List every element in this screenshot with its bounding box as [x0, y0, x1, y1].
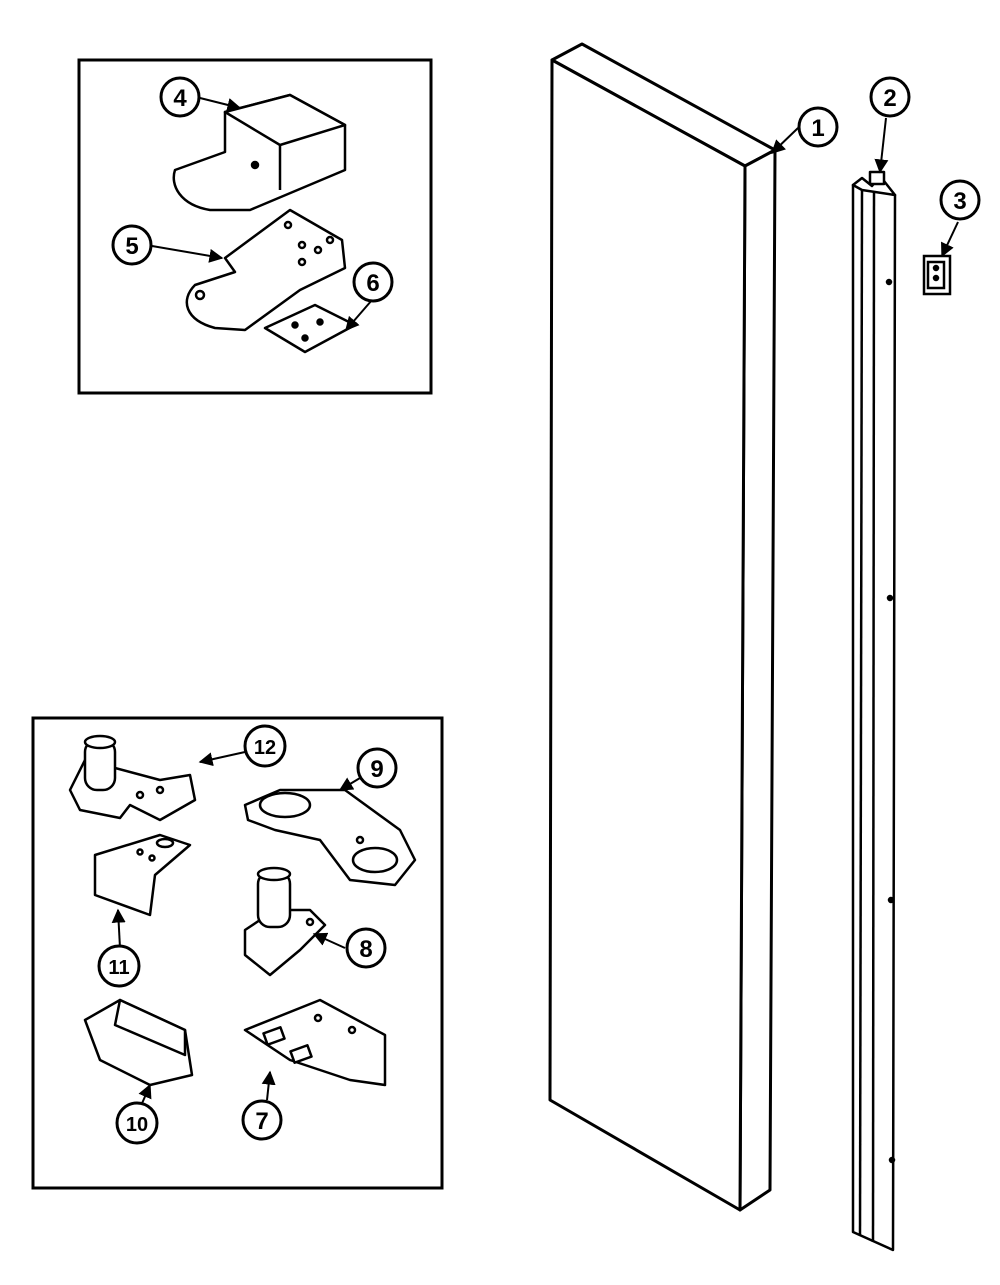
callout-label: 12 [254, 737, 276, 759]
hinge-shim [263, 303, 357, 354]
lower-inset-box [31, 716, 444, 1190]
door-trim-strip [851, 170, 897, 1252]
mounting-bracket [243, 998, 387, 1087]
callout-12: 12 [243, 724, 287, 768]
callout-label: 1 [811, 115, 824, 142]
callout-9: 9 [356, 747, 398, 789]
callout-label: 7 [255, 1108, 268, 1135]
callout-4: 4 [159, 76, 201, 118]
hinge-cover [172, 93, 347, 212]
hinge-pin-bracket [68, 734, 197, 822]
callout-10: 10 [115, 1101, 159, 1145]
callout-7: 7 [241, 1099, 283, 1141]
callout-2: 2 [869, 76, 911, 118]
callout-label: 8 [359, 936, 372, 963]
callout-label: 9 [370, 756, 383, 783]
callout-label: 3 [953, 188, 966, 215]
callout-label: 4 [173, 85, 187, 112]
callout-label: 11 [108, 957, 129, 979]
hinge-base [243, 788, 417, 887]
trim-clip [922, 254, 952, 296]
lower-hinge-pin [243, 866, 327, 977]
leader-arrows [111, 97, 959, 1109]
callout-6: 6 [352, 261, 394, 303]
callout-11: 11 [97, 944, 141, 988]
hinge-cover-lower [83, 998, 194, 1087]
hinge-plate [185, 208, 347, 332]
callout-8: 8 [345, 927, 387, 969]
callout-1: 1 [797, 106, 839, 148]
callout-label: 6 [366, 270, 379, 297]
bracket-plate [93, 833, 192, 917]
callout-3: 3 [939, 179, 981, 221]
upper-inset-box [77, 58, 433, 395]
door-panel [548, 42, 777, 1212]
callout-label: 2 [883, 85, 896, 112]
callout-5: 5 [111, 224, 153, 266]
callout-label: 5 [125, 233, 138, 260]
callout-label: 10 [126, 1114, 148, 1136]
